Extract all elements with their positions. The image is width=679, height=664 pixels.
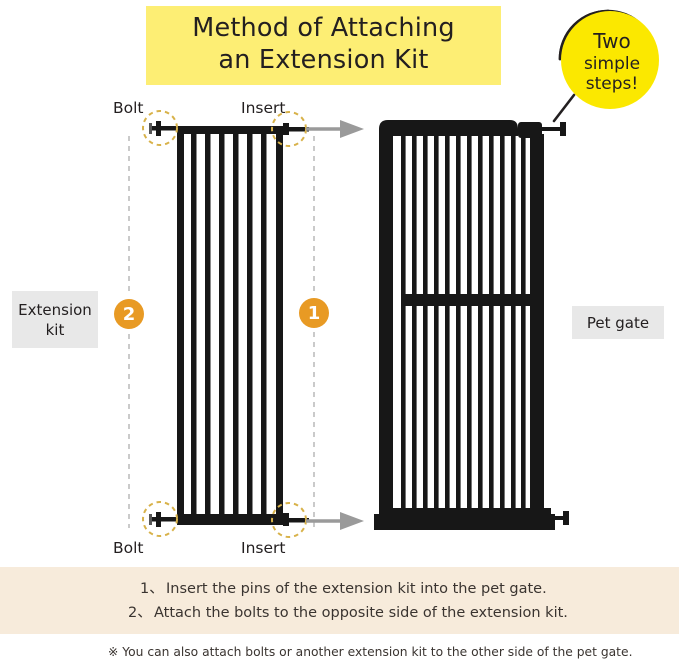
pin-bottom-right-icon bbox=[283, 513, 309, 526]
pet-gate-bolt-top-icon bbox=[518, 122, 566, 138]
badge-text: Two simple steps! bbox=[534, 3, 676, 121]
extension-kit-part bbox=[142, 110, 309, 538]
step-number-2: 2 bbox=[114, 299, 144, 329]
instruction-1-number: 1、 bbox=[140, 581, 164, 597]
direction-arrow-bottom bbox=[306, 512, 364, 530]
pet-gate-part bbox=[374, 120, 569, 530]
label-extension-kit: Extension kit bbox=[12, 291, 98, 348]
alignment-guide-lines bbox=[128, 136, 315, 528]
pin-top-right-icon bbox=[283, 123, 309, 135]
instruction-item-1: 1、Insert the pins of the extension kit i… bbox=[140, 577, 547, 598]
label-insert-top: Insert bbox=[241, 99, 286, 117]
bolt-top-left-icon bbox=[149, 121, 177, 136]
bolt-bottom-left-icon bbox=[149, 512, 177, 527]
badge-shape-icon bbox=[552, 9, 659, 123]
gate-diagram bbox=[128, 110, 569, 538]
instruction-2-number: 2、 bbox=[128, 605, 152, 621]
step-number-1: 1 bbox=[299, 298, 329, 328]
page-title: Method of Attaching an Extension Kit bbox=[146, 6, 501, 85]
instruction-2-text: Attach the bolts to the opposite side of… bbox=[154, 605, 568, 621]
direction-arrow-top bbox=[306, 120, 364, 138]
label-bolt-top: Bolt bbox=[113, 99, 144, 117]
badge-line-1: Two bbox=[593, 29, 631, 54]
page-title-line-2: an Extension Kit bbox=[218, 45, 429, 75]
instruction-item-2: 2、Attach the bolts to the opposite side … bbox=[128, 601, 568, 622]
callout-circle-bolt-bottom bbox=[142, 501, 178, 537]
callout-circle-bolt-top bbox=[142, 110, 178, 146]
label-pet-gate: Pet gate bbox=[572, 306, 664, 339]
label-insert-bottom: Insert bbox=[241, 539, 286, 557]
label-bolt-bottom: Bolt bbox=[113, 539, 144, 557]
two-simple-steps-badge: Two simple steps! bbox=[534, 3, 676, 131]
instructions-panel bbox=[0, 567, 679, 634]
instructions-note: ※ You can also attach bolts or another e… bbox=[108, 645, 633, 659]
badge-line-2: simple bbox=[583, 53, 641, 74]
pet-gate-bolt-bottom-icon bbox=[544, 511, 569, 525]
instruction-1-text: Insert the pins of the extension kit int… bbox=[166, 581, 547, 597]
page-title-line-1: Method of Attaching bbox=[192, 13, 455, 43]
badge-line-3: steps! bbox=[585, 73, 639, 94]
